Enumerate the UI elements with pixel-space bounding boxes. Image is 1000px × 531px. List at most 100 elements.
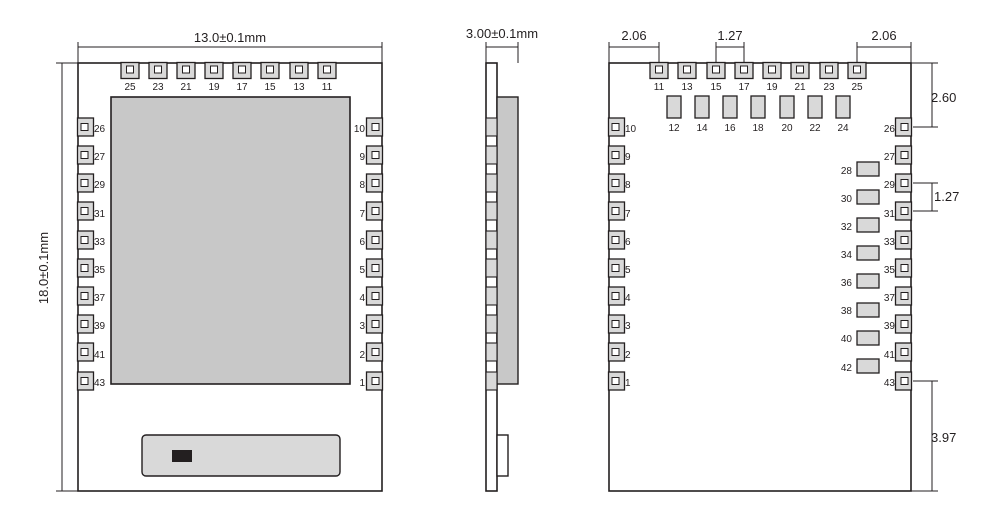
pin-label: 33 [94, 237, 106, 248]
castellated-pad [819, 61, 839, 80]
pad [835, 95, 851, 119]
castellated-pad [260, 61, 280, 80]
castellated-pad [607, 117, 626, 137]
castellated-pad [706, 61, 726, 80]
pin-label: 4 [625, 293, 631, 304]
side-pad [485, 117, 498, 137]
back-right-dimensions [911, 62, 938, 492]
back-inner-labels: 12 14 16 18 20 22 24 [668, 123, 849, 134]
pin-label: 24 [837, 123, 849, 134]
pin-label: 20 [781, 123, 793, 134]
castellated-pad [176, 61, 196, 80]
pin-label: 35 [884, 265, 896, 276]
back-right-pads [894, 117, 913, 391]
front-view: 13.0±0.1mm 18.0±0.1mm 25 23 21 19 17 15 … [36, 30, 384, 492]
back-right-bottom-label: 3.97 [931, 430, 956, 445]
pin-label: 4 [359, 293, 365, 304]
castellated-pad [365, 371, 384, 391]
pin-label: 1 [359, 378, 365, 389]
pad [779, 95, 795, 119]
castellated-pad [762, 61, 782, 80]
pin-label: 1 [625, 378, 631, 389]
pin-label: 41 [94, 350, 106, 361]
back-right-pitch-label: 1.27 [934, 189, 959, 204]
pin-label: 11 [654, 82, 665, 93]
pin-label: 31 [94, 209, 106, 220]
back-right-offset-label: 2.06 [871, 28, 896, 43]
side-pad [485, 314, 498, 334]
back-view: 2.06 1.27 2.06 2.60 1.27 3.97 11 13 15 1… [607, 28, 959, 492]
front-width-dimension [77, 42, 383, 63]
castellated-pad [607, 145, 626, 165]
front-left-pads [76, 117, 95, 391]
back-inner-pads [666, 95, 851, 119]
pin-label: 43 [884, 378, 896, 389]
pin-label: 6 [625, 237, 631, 248]
pin-label: 14 [696, 123, 708, 134]
pin-label: 6 [359, 237, 365, 248]
pin-label: 22 [809, 123, 821, 134]
pin-label: 13 [293, 82, 305, 93]
pin-label: 9 [359, 152, 365, 163]
pin-label: 15 [710, 82, 722, 93]
pin-label: 17 [738, 82, 750, 93]
pin-label: 17 [236, 82, 248, 93]
side-pad [485, 230, 498, 250]
pin-label: 25 [124, 82, 136, 93]
castellated-pad [76, 286, 95, 306]
side-pad [485, 258, 498, 278]
castellated-pad [365, 145, 384, 165]
castellated-pad [148, 61, 168, 80]
front-right-pads [365, 117, 384, 391]
pin-label: 40 [841, 334, 853, 345]
pin-label: 31 [884, 209, 896, 220]
front-top-pads [120, 61, 337, 80]
castellated-pad [365, 286, 384, 306]
pad [750, 95, 766, 119]
castellated-pad [607, 286, 626, 306]
back-right-top-label: 2.60 [931, 90, 956, 105]
front-antenna-area [141, 434, 341, 477]
side-thickness-dimension [485, 42, 519, 63]
side-shield [496, 96, 519, 385]
castellated-pad [317, 61, 337, 80]
side-pad [485, 342, 498, 362]
pin-label: 33 [884, 237, 896, 248]
pin-label: 3 [625, 321, 631, 332]
castellated-pad [894, 258, 913, 278]
castellated-pad [894, 117, 913, 137]
back-left-pads [607, 117, 626, 391]
side-thickness-label: 3.00±0.1mm [466, 26, 538, 41]
front-height-label: 18.0±0.1mm [36, 232, 51, 304]
castellated-pad [76, 258, 95, 278]
pin-label: 18 [752, 123, 764, 134]
pin-label: 2 [625, 350, 631, 361]
castellated-pad [607, 230, 626, 250]
pad [722, 95, 738, 119]
castellated-pad [365, 314, 384, 334]
castellated-pad [607, 173, 626, 193]
pin-label: 15 [264, 82, 276, 93]
castellated-pad [365, 201, 384, 221]
pad [694, 95, 710, 119]
castellated-pad [76, 173, 95, 193]
back-column-pads [856, 161, 880, 374]
castellated-pad [76, 314, 95, 334]
side-pad [485, 173, 498, 193]
pin-label: 8 [359, 180, 365, 191]
side-pad [485, 201, 498, 221]
pin-label: 29 [94, 180, 106, 191]
pin-label: 11 [322, 82, 333, 93]
castellated-pad [790, 61, 810, 80]
castellated-pad [894, 173, 913, 193]
pin-label: 19 [766, 82, 778, 93]
back-top-pitch-label: 1.27 [717, 28, 742, 43]
pin-label: 38 [841, 306, 853, 317]
castellated-pad [894, 145, 913, 165]
pin-label: 10 [625, 124, 637, 135]
pin-label: 5 [625, 265, 631, 276]
castellated-pad [120, 61, 140, 80]
side-pad [485, 286, 498, 306]
pin-label: 7 [359, 209, 365, 220]
pin-label: 26 [94, 124, 106, 135]
